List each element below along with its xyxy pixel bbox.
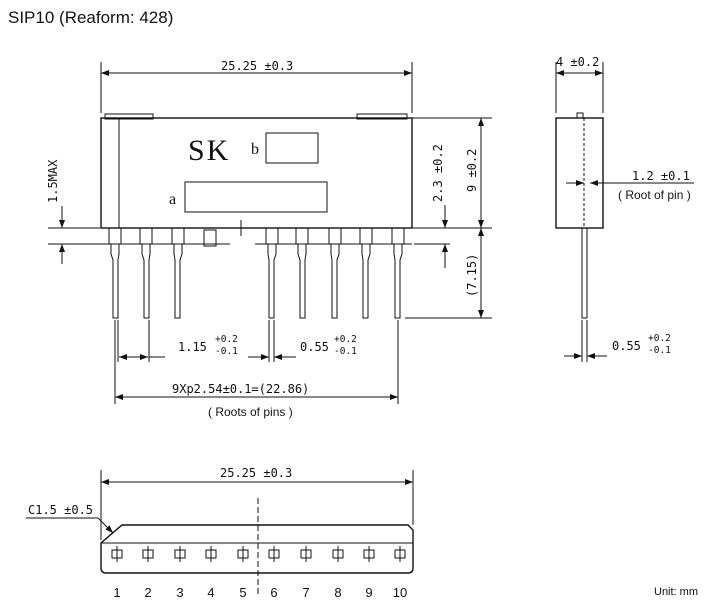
- dim-max-text: 1.5MAX: [46, 159, 60, 203]
- side-view: [555, 62, 694, 362]
- dim-lead-text: 0.55: [612, 339, 641, 353]
- dim-pitch-text: 9Xp2.54±0.1=(22.86): [172, 382, 309, 396]
- top-tab-left: [104, 113, 154, 120]
- dim-lead-length-text: (7.15): [465, 254, 479, 297]
- pin-number-4: 4: [207, 585, 214, 600]
- side-top-tab: [576, 112, 584, 119]
- pin-10: [391, 227, 405, 319]
- bottom-pins: 1 2 3 4 5 6 7 8 9 10: [111, 546, 407, 600]
- package-body: [100, 117, 413, 229]
- side-lead: [581, 227, 588, 319]
- marking-label-b: b: [251, 141, 259, 158]
- pin-4-short: [203, 229, 217, 247]
- pin-number-3: 3: [176, 585, 183, 600]
- bottom-outline: [100, 524, 414, 574]
- dim-bot-width-text: 25.25 ±0.3: [220, 466, 292, 480]
- dim-lead-minus: -0.1: [648, 345, 671, 356]
- dim-pinwidth-plus: +0.2: [215, 334, 238, 345]
- pin-1: [108, 227, 122, 319]
- pin-number-8: 8: [334, 585, 341, 600]
- pin-9: [359, 227, 373, 319]
- pin-number-2: 2: [144, 585, 151, 600]
- logo-sk: SK: [188, 134, 230, 167]
- marking-box-a: [184, 181, 328, 213]
- dim-root-note: ( Root of pin ): [618, 188, 691, 202]
- pin-3: [171, 227, 185, 319]
- dim-pinthick-minus: -0.1: [334, 346, 357, 357]
- front-view: [48, 62, 492, 404]
- pin-2: [139, 227, 153, 319]
- marking-box-b: [265, 132, 319, 164]
- dim-root-text: 1.2 ±0.1: [632, 169, 690, 183]
- unit-note: Unit: mm: [654, 586, 698, 598]
- dim-pinthick-plus: +0.2: [334, 334, 357, 345]
- top-tab-right: [356, 113, 408, 120]
- dim-chamfer-text: C1.5 ±0.5: [28, 503, 93, 517]
- side-body: [555, 117, 604, 229]
- pin-8: [328, 227, 342, 319]
- dim-body-height-text: 9 ±0.2: [465, 149, 479, 192]
- dim-pinthick-text: 0.55: [300, 340, 329, 354]
- dim-pinwidth-minus: -0.1: [215, 346, 238, 357]
- dim-shoulder-text: 2.3 ±0.2: [431, 144, 445, 202]
- pin-6: [265, 227, 279, 319]
- dim-pinwidth-text: 1.15: [178, 340, 207, 354]
- dim-thick-text: 4 ±0.2: [556, 55, 599, 69]
- chamfer-leader-arrow: [97, 517, 114, 534]
- drawing-title: SIP10 (Reaform: 428): [8, 8, 174, 27]
- dim-pitch-note: ( Roots of pins ): [208, 405, 293, 419]
- pin-number-1: 1: [113, 585, 120, 600]
- pin-number-6: 6: [270, 585, 277, 600]
- bottom-view: [26, 470, 414, 595]
- pin-number-7: 7: [302, 585, 309, 600]
- marking-label-a: a: [169, 191, 176, 208]
- pin-number-5: 5: [239, 585, 246, 600]
- pin-number-10: 10: [393, 585, 407, 600]
- dim-lead-plus: +0.2: [648, 333, 671, 344]
- dim-width-text: 25.25 ±0.3: [221, 59, 293, 73]
- pin-7: [295, 227, 309, 319]
- pin-number-9: 9: [365, 585, 372, 600]
